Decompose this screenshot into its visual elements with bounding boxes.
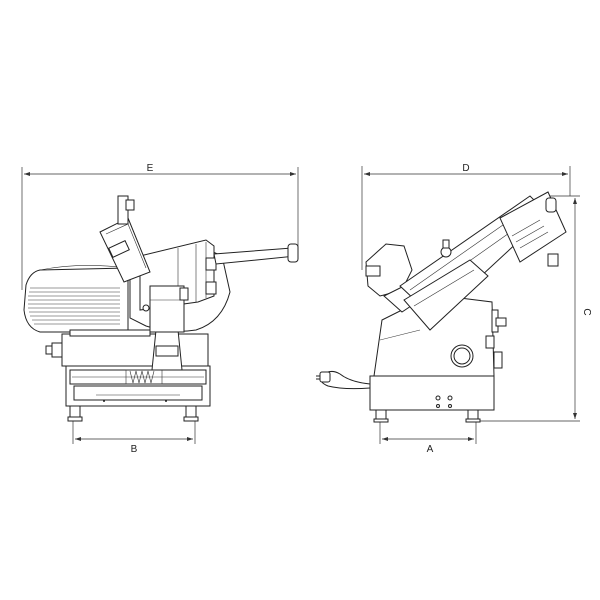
dimension-d-label: D — [462, 163, 469, 174]
front-body — [23, 265, 211, 422]
dimension-a: A — [379, 420, 477, 455]
side-carriage — [399, 191, 567, 333]
dimension-a-label: A — [427, 444, 434, 455]
dimension-c-label: C — [581, 308, 592, 315]
side-housing — [373, 297, 495, 377]
front-upper-assembly — [99, 195, 299, 371]
side-view: D C A — [316, 163, 592, 455]
dimension-e: E — [21, 163, 299, 290]
dimension-d: D — [361, 163, 571, 270]
dimension-b: B — [72, 420, 196, 455]
dimension-e-label: E — [147, 163, 154, 174]
power-cord — [316, 370, 371, 390]
dimension-b-label: B — [131, 444, 138, 455]
front-view: E B — [21, 163, 299, 455]
side-base — [369, 351, 503, 423]
